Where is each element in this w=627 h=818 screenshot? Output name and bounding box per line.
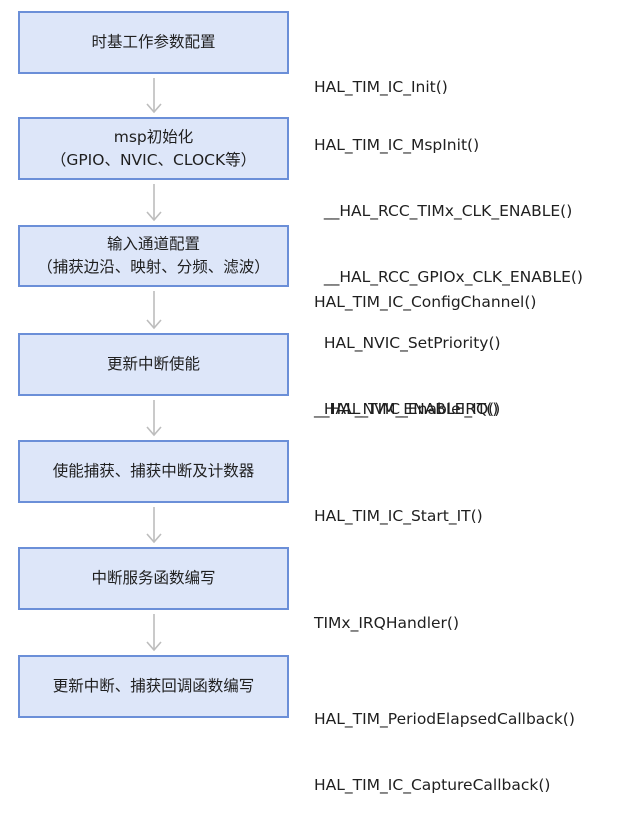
function-name: HAL_TIM_IC_MspInit() <box>314 136 480 154</box>
flow-arrow <box>146 614 162 652</box>
function-name: HAL_NVIC_EnableIRQ() <box>314 400 501 418</box>
function-name: HAL_TIM_IC_ConfigChannel() <box>314 293 537 311</box>
flow-arrow <box>146 400 162 437</box>
code-annotation-start-capture: HAL_TIM_IC_Start_IT() <box>314 461 483 549</box>
flow-arrow <box>146 184 162 222</box>
function-name: __HAL_TIM_ENABLE_IT() <box>314 400 499 418</box>
function-name: HAL_TIM_IC_Init() <box>314 78 448 96</box>
code-annotation-isr: TIMx_IRQHandler() <box>314 568 459 656</box>
code-annotation-msp-init: HAL_TIM_IC_MspInit() __HAL_RCC_TIMx_CLK_… <box>314 90 583 442</box>
step-box-timebase-config: 时基工作参数配置 <box>18 11 289 74</box>
step-box-input-channel-config: 输入通道配置 （捕获边沿、映射、分频、滤波） <box>18 225 289 287</box>
flow-arrow <box>146 291 162 330</box>
step-label: 中断服务函数编写 <box>91 569 216 587</box>
step-label: 更新中断、捕获回调函数编写 <box>52 677 255 695</box>
step-box-callbacks: 更新中断、捕获回调函数编写 <box>18 655 289 718</box>
step-box-enable-capture: 使能捕获、捕获中断及计数器 <box>18 440 289 503</box>
code-annotation-timebase: HAL_TIM_IC_Init() <box>314 32 448 120</box>
step-label: msp初始化 <box>113 127 194 146</box>
step-box-update-interrupt-enable: 更新中断使能 <box>18 333 289 396</box>
step-box-isr: 中断服务函数编写 <box>18 547 289 610</box>
step-label: 使能捕获、捕获中断及计数器 <box>52 462 255 480</box>
function-name: HAL_TIM_IC_CaptureCallback() <box>314 776 551 794</box>
code-annotation-update-interrupt: __HAL_TIM_ENABLE_IT() <box>314 354 498 442</box>
code-annotation-input-channel: HAL_TIM_IC_ConfigChannel() <box>314 247 536 335</box>
function-name: HAL_TIM_PeriodElapsedCallback() <box>314 710 575 728</box>
flow-arrow <box>146 507 162 544</box>
function-name: TIMx_IRQHandler() <box>314 614 460 632</box>
function-name: HAL_NVIC_SetPriority() <box>314 334 501 352</box>
step-sublabel: （捕获边沿、映射、分频、滤波） <box>37 258 270 276</box>
step-label: 更新中断使能 <box>106 355 200 373</box>
function-name: __HAL_RCC_TIMx_CLK_ENABLE() <box>314 202 573 220</box>
code-annotation-callbacks: HAL_TIM_PeriodElapsedCallback() HAL_TIM_… <box>314 664 575 818</box>
function-name: __HAL_RCC_GPIOx_CLK_ENABLE() <box>314 268 583 286</box>
function-name: HAL_TIM_IC_Start_IT() <box>314 507 483 525</box>
step-label: 时基工作参数配置 <box>91 33 216 51</box>
step-box-msp-init: msp初始化 （GPIO、NVIC、CLOCK等） <box>18 117 289 180</box>
step-label: 输入通道配置 <box>106 235 200 253</box>
step-sublabel: （GPIO、NVIC、CLOCK等） <box>50 150 257 169</box>
flow-arrow <box>146 78 162 114</box>
